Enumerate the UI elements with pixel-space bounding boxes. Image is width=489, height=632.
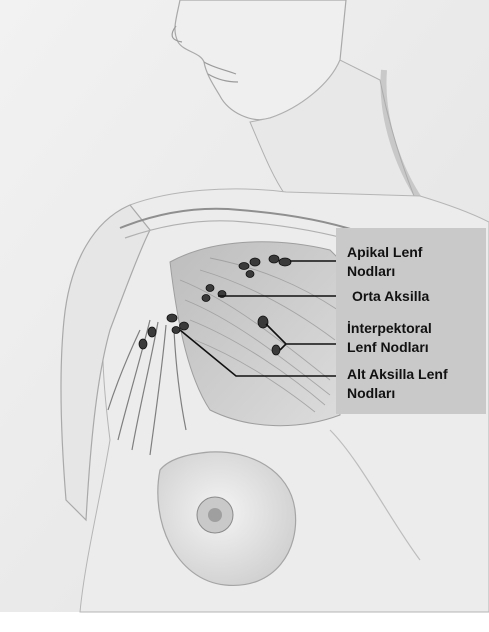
lower-axillary-node: [172, 327, 180, 334]
central-node: [206, 285, 214, 292]
interpectoral-node: [272, 345, 280, 355]
label-apical-nodes: Apikal Lenf Nodları: [347, 243, 422, 281]
apical-node: [250, 258, 260, 266]
apical-node: [279, 258, 291, 266]
label-interpectoral-nodes: İnterpektoral Lenf Nodları: [347, 319, 432, 357]
apical-node: [246, 271, 254, 278]
lower-axillary-node: [180, 322, 189, 330]
label-lower-axillary-nodes: Alt Aksilla Lenf Nodları: [347, 365, 448, 403]
nipple: [208, 508, 222, 522]
apical-node: [269, 255, 279, 263]
lower-axillary-node: [139, 339, 147, 349]
bottom-strip: [0, 612, 489, 632]
label-central-axillary: Orta Aksilla: [352, 287, 429, 306]
apical-node: [239, 263, 249, 270]
lower-axillary-node: [167, 314, 177, 322]
central-node: [202, 295, 210, 302]
interpectoral-node: [258, 316, 268, 328]
lower-axillary-node: [148, 327, 156, 337]
